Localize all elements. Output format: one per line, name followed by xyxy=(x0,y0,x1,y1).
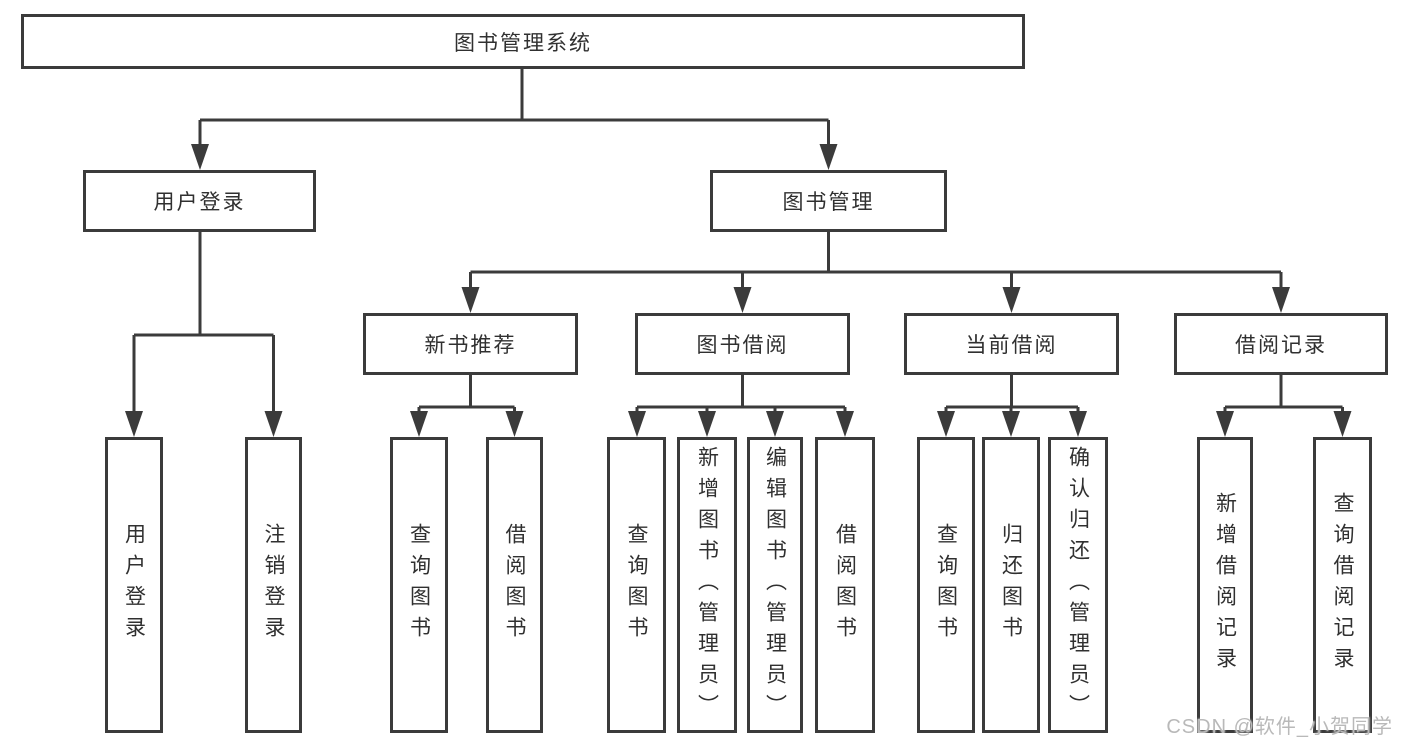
leaf-current-query-books-label: 查询图书 xyxy=(934,523,958,647)
leaf-newrec-query-books-label: 查询图书 xyxy=(407,523,431,647)
leaf-logout-label: 注销登录 xyxy=(262,523,285,647)
leaf-borrowing-add-books-admin: 新增图书（管理员） xyxy=(677,437,737,733)
node-new-book-recommend: 新书推荐 xyxy=(363,313,578,375)
leaf-borrowing-edit-books-admin: 编辑图书（管理员） xyxy=(747,437,803,733)
leaf-borrowing-query-books: 查询图书 xyxy=(607,437,666,733)
leaf-records-query-borrow-record: 查询借阅记录 xyxy=(1313,437,1372,733)
leaf-borrowing-edit-books-admin-label: 编辑图书（管理员） xyxy=(763,445,787,725)
leaf-records-add-borrow-record: 新增借阅记录 xyxy=(1197,437,1253,733)
node-book-management: 图书管理 xyxy=(710,170,947,232)
leaf-current-return-books: 归还图书 xyxy=(982,437,1040,733)
leaf-borrowing-borrow-books-label: 借阅图书 xyxy=(833,523,857,647)
leaf-current-confirm-return-admin: 确认归还（管理员） xyxy=(1048,437,1108,733)
node-borrow-records: 借阅记录 xyxy=(1174,313,1388,375)
node-library-system: 图书管理系统 xyxy=(21,14,1025,69)
node-book-borrowing: 图书借阅 xyxy=(635,313,850,375)
leaf-newrec-borrow-books: 借阅图书 xyxy=(486,437,543,733)
leaf-logout: 注销登录 xyxy=(245,437,302,733)
watermark: CSDN @软件_小贺同学 xyxy=(1166,716,1393,738)
leaf-borrowing-add-books-admin-label: 新增图书（管理员） xyxy=(695,445,719,725)
leaf-current-confirm-return-admin-label: 确认归还（管理员） xyxy=(1066,445,1090,725)
leaf-borrowing-query-books-label: 查询图书 xyxy=(625,523,648,647)
node-current-borrowing: 当前借阅 xyxy=(904,313,1119,375)
leaf-user-login: 用户登录 xyxy=(105,437,163,733)
leaf-newrec-borrow-books-label: 借阅图书 xyxy=(503,523,526,647)
leaf-current-query-books: 查询图书 xyxy=(917,437,975,733)
leaf-borrowing-borrow-books: 借阅图书 xyxy=(815,437,875,733)
node-user-login: 用户登录 xyxy=(83,170,316,232)
leaf-records-query-borrow-record-label: 查询借阅记录 xyxy=(1331,492,1354,678)
leaf-current-return-books-label: 归还图书 xyxy=(999,523,1023,647)
leaf-records-add-borrow-record-label: 新增借阅记录 xyxy=(1213,492,1237,678)
leaf-user-login-label: 用户登录 xyxy=(122,523,146,647)
leaf-newrec-query-books: 查询图书 xyxy=(390,437,448,733)
